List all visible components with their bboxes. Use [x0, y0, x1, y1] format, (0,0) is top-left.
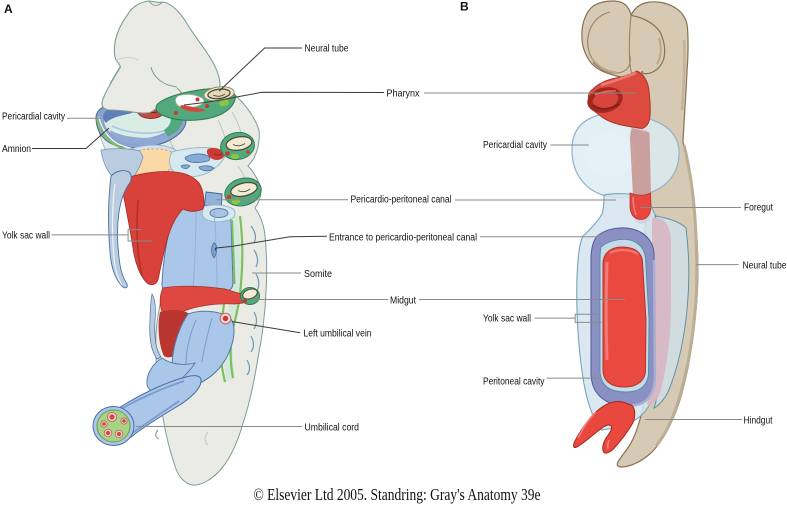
svg-text:Somite: Somite [304, 269, 332, 280]
svg-text:Pericardial cavity: Pericardial cavity [2, 112, 65, 123]
svg-text:Entrance to pericardio-periton: Entrance to pericardio-peritoneal canal [329, 233, 477, 244]
svg-text:Yolk sac wall: Yolk sac wall [2, 231, 50, 242]
svg-text:Midgut: Midgut [390, 296, 416, 307]
svg-text:Umbilical cord: Umbilical cord [305, 423, 360, 434]
svg-text:Hindgut: Hindgut [744, 416, 773, 427]
svg-text:Pericardial cavity: Pericardial cavity [483, 140, 547, 151]
svg-text:Neural tube: Neural tube [305, 44, 349, 55]
svg-text:Pericardio-peritoneal canal: Pericardio-peritoneal canal [351, 195, 452, 206]
svg-text:Amnion: Amnion [2, 144, 31, 155]
svg-text:A: A [4, 2, 13, 16]
svg-text:Peritoneal cavity: Peritoneal cavity [483, 377, 545, 388]
svg-text:Neural tube: Neural tube [743, 261, 787, 272]
svg-text:Left umbilical vein: Left umbilical vein [304, 329, 372, 340]
svg-text:Yolk sac wall: Yolk sac wall [483, 314, 531, 325]
svg-text:Foregut: Foregut [744, 203, 773, 214]
svg-text:Pharynx: Pharynx [387, 89, 420, 100]
svg-text:B: B [460, 0, 469, 14]
svg-text:© Elsevier Ltd 2005. Standring: © Elsevier Ltd 2005. Standring: Gray's A… [254, 485, 541, 504]
